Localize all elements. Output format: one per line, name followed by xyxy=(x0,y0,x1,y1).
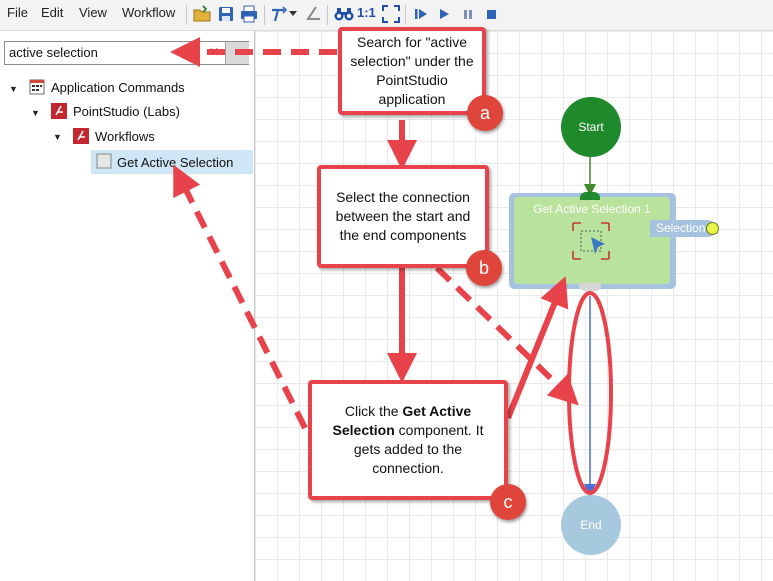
callout-c-badge: c xyxy=(490,484,526,520)
tree-item-get-active-selection[interactable]: Get Active Selection xyxy=(117,154,234,170)
component-search-input[interactable] xyxy=(5,42,209,62)
menu-file[interactable]: File xyxy=(7,5,28,20)
workflows-folder-icon xyxy=(73,128,89,144)
tree-item-pointstudio[interactable]: PointStudio (Labs) xyxy=(73,103,180,119)
dropdown-icon[interactable] xyxy=(288,5,298,23)
menu-view[interactable]: View xyxy=(79,5,107,20)
pause-icon[interactable] xyxy=(459,5,477,23)
step-icon[interactable] xyxy=(412,5,430,23)
callout-a-badge: a xyxy=(467,95,503,131)
print-icon[interactable] xyxy=(240,5,258,23)
callout-c-bold-text: Get Active Selection xyxy=(332,403,472,438)
callout-c: Click the Get Active Selection component… xyxy=(308,380,508,500)
component-output-port[interactable] xyxy=(706,222,719,235)
menu-edit[interactable]: Edit xyxy=(41,5,64,20)
callout-b: Select the connection between the start … xyxy=(317,165,489,268)
connect-tool-icon[interactable] xyxy=(304,5,322,23)
menu-workflow[interactable]: Workflow xyxy=(122,5,176,20)
pointstudio-app-icon xyxy=(51,103,67,119)
zoom-actual-size-button[interactable]: 1:1 xyxy=(357,5,376,20)
tree-item-workflows[interactable]: Workflows xyxy=(95,128,155,144)
component-output-port-label: Selection xyxy=(650,220,716,237)
menu-toolbar-bar: File Edit View Workflow 1:1 xyxy=(0,0,773,31)
save-icon[interactable] xyxy=(217,5,235,23)
clear-search-icon[interactable]: × xyxy=(209,44,219,61)
select-tool-icon[interactable] xyxy=(270,5,288,23)
callout-a-text: Search for "active selection" under the … xyxy=(350,34,474,107)
chevron-down-icon[interactable]: ▼ xyxy=(9,84,18,94)
component-output-connector[interactable] xyxy=(579,283,601,291)
toolbar-separator xyxy=(264,5,265,25)
search-button[interactable] xyxy=(225,42,249,64)
component-search-box: × xyxy=(4,41,249,65)
start-node[interactable]: Start xyxy=(561,97,621,157)
fit-screen-icon[interactable] xyxy=(382,5,400,23)
stop-icon[interactable] xyxy=(482,5,500,23)
callout-c-text: Click the Get Active Selection component… xyxy=(332,403,484,476)
callout-b-badge: b xyxy=(466,250,502,286)
toolbar-separator xyxy=(405,5,406,25)
chevron-down-icon[interactable]: ▼ xyxy=(53,132,62,142)
toolbar-separator xyxy=(186,5,187,25)
open-folder-icon[interactable] xyxy=(193,5,211,23)
run-icon[interactable] xyxy=(435,5,453,23)
callout-b-text: Select the connection between the start … xyxy=(335,189,471,243)
end-node[interactable]: End xyxy=(561,495,621,555)
application-commands-icon xyxy=(29,79,45,95)
binoculars-icon[interactable] xyxy=(334,5,354,23)
selection-cursor-icon xyxy=(571,221,611,261)
component-title: Get Active Selection 1 xyxy=(533,202,651,216)
toolbar-separator xyxy=(327,5,328,25)
tree-item-application-commands[interactable]: Application Commands xyxy=(51,79,185,95)
component-icon xyxy=(96,153,112,169)
callout-a: Search for "active selection" under the … xyxy=(338,27,486,115)
component-input-port[interactable] xyxy=(580,192,600,200)
component-library-panel: × ▼ Application Commands ▼ PointStudio (… xyxy=(0,31,255,581)
chevron-down-icon[interactable]: ▼ xyxy=(31,108,40,118)
tree-item-get-active-selection-highlight[interactable] xyxy=(91,150,253,174)
